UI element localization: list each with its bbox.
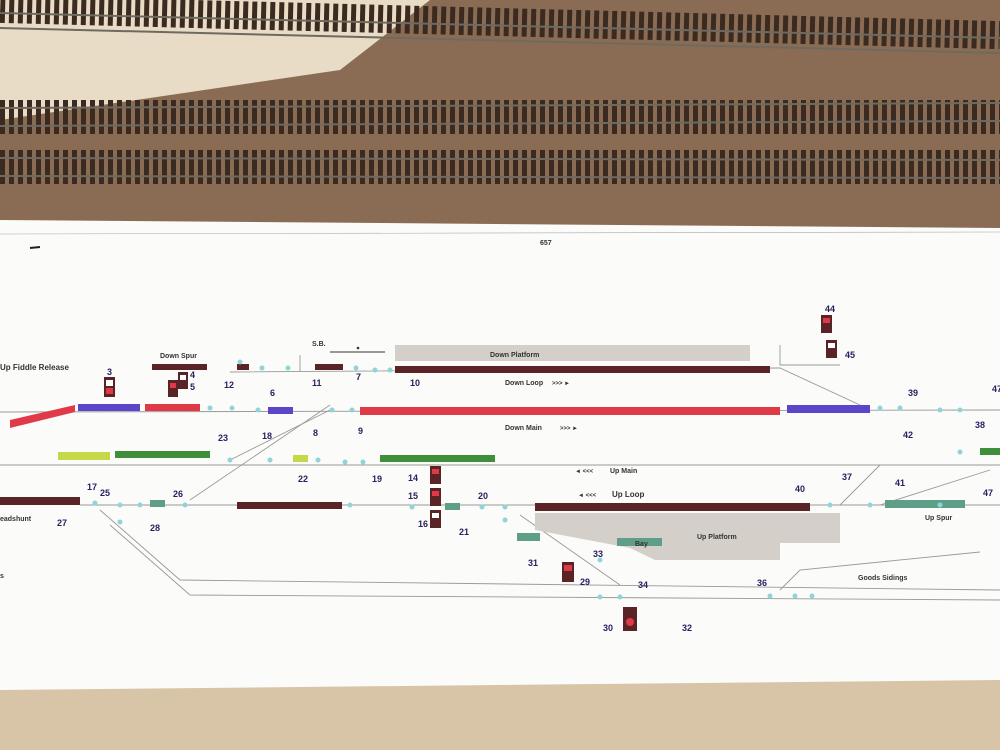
svg-text:10: 10: [410, 378, 420, 388]
label-up-main: Up Main: [610, 468, 637, 475]
svg-text:45: 45: [845, 350, 855, 360]
svg-text:21: 21: [459, 527, 469, 537]
svg-text:36: 36: [757, 578, 767, 588]
label-headshunt: eadshunt: [0, 516, 32, 523]
svg-text:11: 11: [312, 378, 322, 388]
svg-text:7: 7: [356, 372, 361, 382]
svg-text:14: 14: [408, 473, 418, 483]
up-main-arrow: ◄ <<<: [575, 469, 594, 475]
svg-text:31: 31: [528, 558, 538, 568]
svg-text:30: 30: [603, 623, 613, 633]
svg-text:47: 47: [983, 488, 993, 498]
svg-text:32: 32: [682, 623, 692, 633]
down-platform: [395, 345, 750, 361]
svg-text:26: 26: [173, 489, 183, 499]
svg-text:19: 19: [372, 474, 382, 484]
svg-text:28: 28: [150, 523, 160, 533]
svg-text:22: 22: [298, 474, 308, 484]
svg-text:27: 27: [57, 518, 67, 528]
down-loop-arrow: >>> ►: [552, 381, 570, 387]
svg-text:16: 16: [418, 519, 428, 529]
svg-text:25: 25: [100, 488, 110, 498]
up-loop-arrow: ◄ <<<: [578, 493, 597, 499]
label-down-platform: Down Platform: [490, 352, 539, 359]
label-down-main: Down Main: [505, 425, 542, 432]
label-up-fiddle-release: Up Fiddle Release: [0, 363, 69, 372]
svg-text:12: 12: [224, 380, 234, 390]
svg-text:8: 8: [313, 428, 318, 438]
label-down-spur: Down Spur: [160, 353, 197, 360]
svg-text:5: 5: [190, 382, 195, 392]
svg-text:23: 23: [218, 433, 228, 443]
svg-text:20: 20: [478, 491, 488, 501]
label-signal-box: S.B.: [312, 341, 326, 348]
svg-text:40: 40: [795, 484, 805, 494]
label-down-loop: Down Loop: [505, 380, 543, 387]
track-circuits: [0, 364, 1000, 546]
paper-sheet: [0, 220, 1000, 690]
svg-text:3: 3: [107, 367, 112, 377]
svg-text:38: 38: [975, 420, 985, 430]
sheet-number: 657: [540, 240, 552, 247]
svg-text:37: 37: [842, 472, 852, 482]
signal-numbers: 3 4 5 12 6 11 7 10 8 9 23 18 22 19 14 15…: [57, 304, 1000, 633]
svg-text:33: 33: [593, 549, 603, 559]
label-up-loop: Up Loop: [612, 490, 645, 499]
label-goods-sidings: Goods Sidings: [858, 575, 907, 582]
label-cut-left: s: [0, 573, 4, 580]
circuit-dots: [92, 359, 963, 600]
svg-text:39: 39: [908, 388, 918, 398]
svg-text:29: 29: [580, 577, 590, 587]
svg-text:47: 47: [992, 384, 1000, 394]
svg-text:6: 6: [270, 388, 275, 398]
svg-text:4: 4: [190, 370, 195, 380]
svg-text:41: 41: [895, 478, 905, 488]
svg-text:42: 42: [903, 430, 913, 440]
svg-text:34: 34: [638, 580, 648, 590]
svg-text:17: 17: [87, 482, 97, 492]
label-up-spur: Up Spur: [925, 515, 952, 522]
label-up-platform: Up Platform: [697, 534, 737, 541]
model-track: [0, 0, 1000, 184]
svg-text:44: 44: [825, 304, 835, 314]
up-platform: [535, 513, 840, 560]
down-main-arrow: >>> ►: [560, 426, 578, 432]
svg-text:9: 9: [358, 426, 363, 436]
svg-text:18: 18: [262, 431, 272, 441]
signals: [104, 315, 837, 631]
svg-text:15: 15: [408, 491, 418, 501]
label-bay: Bay: [635, 541, 648, 548]
